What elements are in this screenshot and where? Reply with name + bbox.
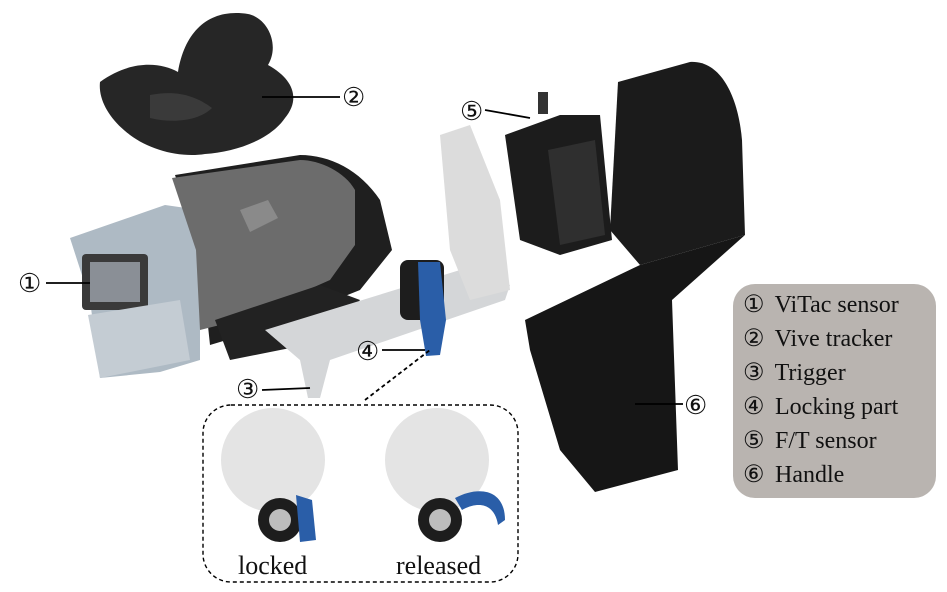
vive-tracker-part: [99, 13, 294, 156]
handle-part: [525, 61, 745, 492]
locking-detail-inset: locked released: [202, 404, 519, 583]
callout-2: ②: [342, 83, 365, 112]
callout-6: ⑥: [684, 391, 707, 420]
legend-item-locking-part: ④ Locking part: [743, 394, 899, 420]
released-label: released: [396, 551, 481, 580]
legend-item-vive-tracker: ② Vive tracker: [743, 326, 893, 352]
locked-label: locked: [238, 551, 307, 580]
legend-item-handle: ⑥ Handle: [743, 462, 845, 488]
callout-3: ③: [236, 375, 259, 404]
vitac-sensor-part: [70, 205, 200, 378]
legend-item-trigger: ③ Trigger: [743, 360, 846, 386]
locked-photo: [221, 408, 325, 542]
ft-sensor-part: [505, 92, 612, 255]
legend-item-vitac-sensor: ① ViTac sensor: [743, 292, 899, 318]
leader-lines: [46, 96, 683, 405]
released-photo: [385, 408, 505, 542]
callout-1: ①: [18, 269, 41, 298]
trigger-part: [265, 125, 510, 398]
callout-4: ④: [356, 337, 379, 366]
legend-box: ① ViTac sensor ② Vive tracker ③ Trigger …: [733, 284, 936, 498]
locking-part: [400, 260, 446, 356]
legend-item-ft-sensor: ⑤ F/T sensor: [743, 428, 877, 454]
main-body-part: [172, 155, 392, 360]
callout-5: ⑤: [460, 97, 483, 126]
